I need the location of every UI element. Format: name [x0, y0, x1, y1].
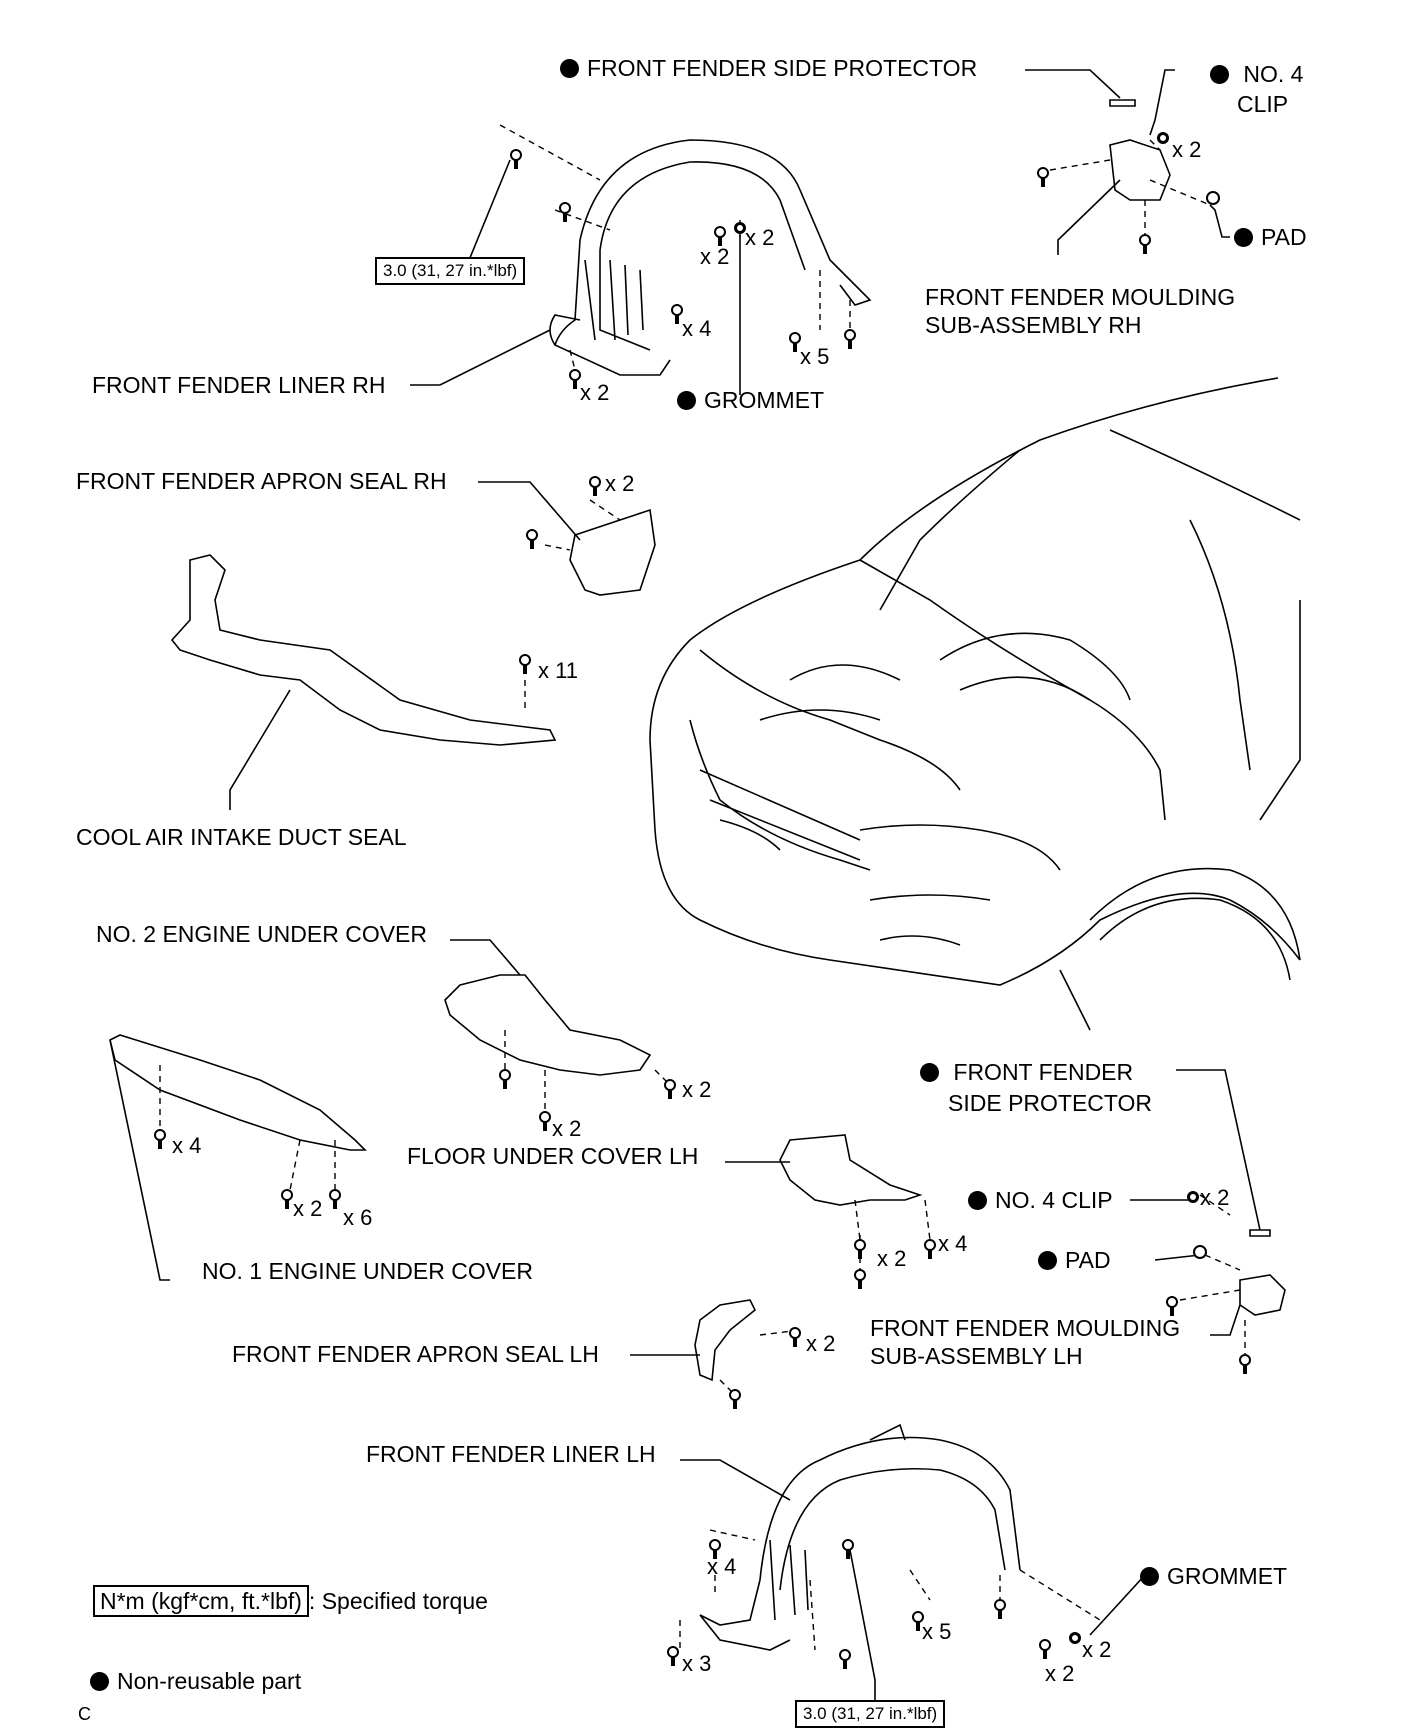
- label-no2-under-cover: NO. 2 ENGINE UNDER COVER: [96, 921, 427, 947]
- label-side-protector-lh-line2: SIDE PROTECTOR: [948, 1090, 1153, 1116]
- label-pad-rh: PAD: [1234, 223, 1307, 251]
- qty-liner-rh-c: x 4: [682, 316, 712, 341]
- apron-seal-rh-shape: [569, 508, 656, 596]
- legend-non-reusable: Non-reusable part: [90, 1668, 301, 1695]
- label-apron-seal-rh: FRONT FENDER APRON SEAL RH: [76, 468, 447, 494]
- label-floor-under-cover-lh: FLOOR UNDER COVER LH: [407, 1143, 699, 1169]
- label-grommet-lh: GROMMET: [1140, 1562, 1287, 1590]
- qty-apron-rh: x 2: [605, 471, 635, 496]
- moulding-lh-shape: [1239, 1274, 1286, 1316]
- qty-liner-lh-e: x 2: [1082, 1637, 1112, 1662]
- label-side-protector-lh: FRONT FENDER: [920, 1058, 1133, 1086]
- label-moulding-rh: FRONT FENDER MOULDING SUB-ASSEMBLY RH: [925, 283, 1235, 339]
- label-apron-seal-lh: FRONT FENDER APRON SEAL LH: [232, 1341, 599, 1367]
- label-no4-clip-rh-line2: CLIP: [1237, 91, 1289, 117]
- label-no4-clip-lh: NO. 4 CLIP: [968, 1186, 1113, 1214]
- qty-no1-b: x 2: [293, 1196, 323, 1221]
- label-cool-air-seal: COOL AIR INTAKE DUCT SEAL: [76, 824, 407, 850]
- corner-code: C: [78, 1704, 91, 1724]
- qty-liner-lh-d: x 2: [1045, 1661, 1075, 1686]
- label-moulding-rh-line1: FRONT FENDER MOULDING: [925, 284, 1236, 310]
- label-no1-under-cover: NO. 1 ENGINE UNDER COVER: [202, 1258, 533, 1284]
- vehicle-outline: [649, 377, 1301, 1031]
- label-moulding-lh: FRONT FENDER MOULDING SUB-ASSEMBLY LH: [870, 1314, 1180, 1370]
- qty-liner-lh-b: x 5: [922, 1619, 952, 1644]
- label-side-protector-lh-line1: FRONT FENDER: [953, 1059, 1134, 1085]
- no1-under-cover-shape: [109, 1034, 367, 1151]
- qty-clip-lh: x 2: [1200, 1185, 1230, 1210]
- legend-torque-desc: : Specified torque: [308, 1588, 488, 1614]
- qty-liner-rh-e: x 2: [580, 380, 610, 405]
- no2-under-cover-shape: [444, 974, 652, 1076]
- label-grommet-rh: GROMMET: [677, 386, 824, 414]
- qty-liner-rh-d: x 5: [800, 344, 830, 369]
- apron-seal-lh-shape: [694, 1299, 757, 1382]
- qty-no1-a: x 4: [172, 1133, 202, 1158]
- qty-cool-air: x 11: [538, 658, 578, 683]
- label-moulding-lh-line1: FRONT FENDER MOULDING: [870, 1315, 1181, 1341]
- qty-no2-a: x 2: [682, 1077, 712, 1102]
- front-fender-liner-lh-shape: [699, 1423, 1021, 1651]
- qty-liner-rh-a: x 2: [700, 244, 730, 269]
- floor-under-cover-lh-shape: [779, 1134, 923, 1206]
- label-no4-clip-rh: NO. 4: [1210, 60, 1303, 88]
- qty-clip-rh: x 2: [1172, 137, 1202, 162]
- qty-no1-c: x 6: [343, 1205, 373, 1230]
- label-liner-rh: FRONT FENDER LINER RH: [92, 372, 386, 398]
- qty-no2-b: x 2: [552, 1116, 582, 1141]
- label-pad-lh: PAD: [1038, 1246, 1111, 1274]
- torque-spec-lh: 3.0 (31, 27 in.*lbf): [795, 1700, 946, 1728]
- qty-liner-lh-c: x 3: [682, 1651, 712, 1676]
- qty-floor-b: x 4: [938, 1231, 968, 1256]
- qty-liner-lh-a: x 4: [707, 1554, 737, 1579]
- qty-liner-rh-b: x 2: [745, 225, 775, 250]
- label-side-protector-rh: FRONT FENDER SIDE PROTECTOR: [560, 54, 977, 82]
- label-moulding-rh-line2: SUB-ASSEMBLY RH: [925, 312, 1142, 338]
- front-fender-liner-rh-shape: [549, 139, 872, 376]
- label-moulding-lh-line2: SUB-ASSEMBLY LH: [870, 1343, 1083, 1369]
- qty-apron-lh: x 2: [806, 1331, 836, 1356]
- moulding-rh-shape: [1109, 139, 1171, 201]
- cool-air-seal-shape: [170, 554, 557, 746]
- legend-torque: N*m (kgf*cm, ft.*lbf): Specified torque: [93, 1585, 488, 1617]
- torque-spec-rh: 3.0 (31, 27 in.*lbf): [375, 257, 526, 285]
- qty-floor-a: x 2: [877, 1246, 907, 1271]
- label-liner-lh: FRONT FENDER LINER LH: [366, 1441, 656, 1467]
- legend-torque-unit: N*m (kgf*cm, ft.*lbf): [93, 1585, 309, 1617]
- label-no4-clip-rh-line1: NO. 4: [1243, 61, 1304, 87]
